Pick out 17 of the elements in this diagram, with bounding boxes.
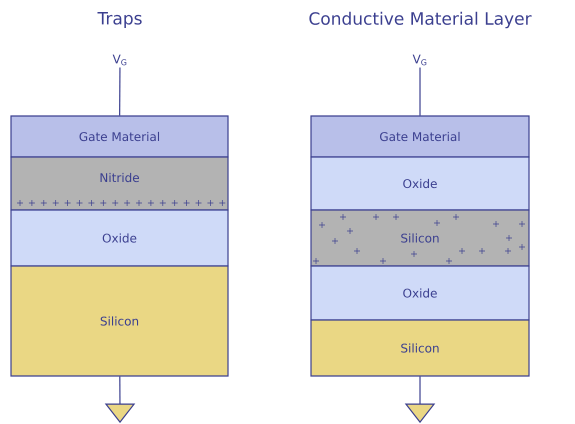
wire	[419, 68, 421, 116]
terminal-label: V$_{G}$	[412, 54, 426, 66]
layer-box: Gate Material	[10, 115, 229, 158]
layer-box: Silicon	[310, 319, 530, 377]
wire	[119, 376, 121, 404]
layer-box: Gate Material	[310, 115, 530, 158]
heading: Traps	[97, 12, 142, 28]
layer-box: Silicon	[10, 265, 229, 377]
layer-box: Nitride	[10, 156, 229, 211]
layer-box: Silicon	[310, 209, 530, 267]
terminal-label: V$_{G}$	[112, 54, 126, 66]
heading: Conductive Material Layer	[309, 12, 532, 28]
wire	[119, 68, 121, 116]
wire	[419, 376, 421, 404]
layer-box: Oxide	[310, 265, 530, 321]
layer-box: Oxide	[10, 209, 229, 267]
layer-box: Oxide	[310, 156, 530, 211]
